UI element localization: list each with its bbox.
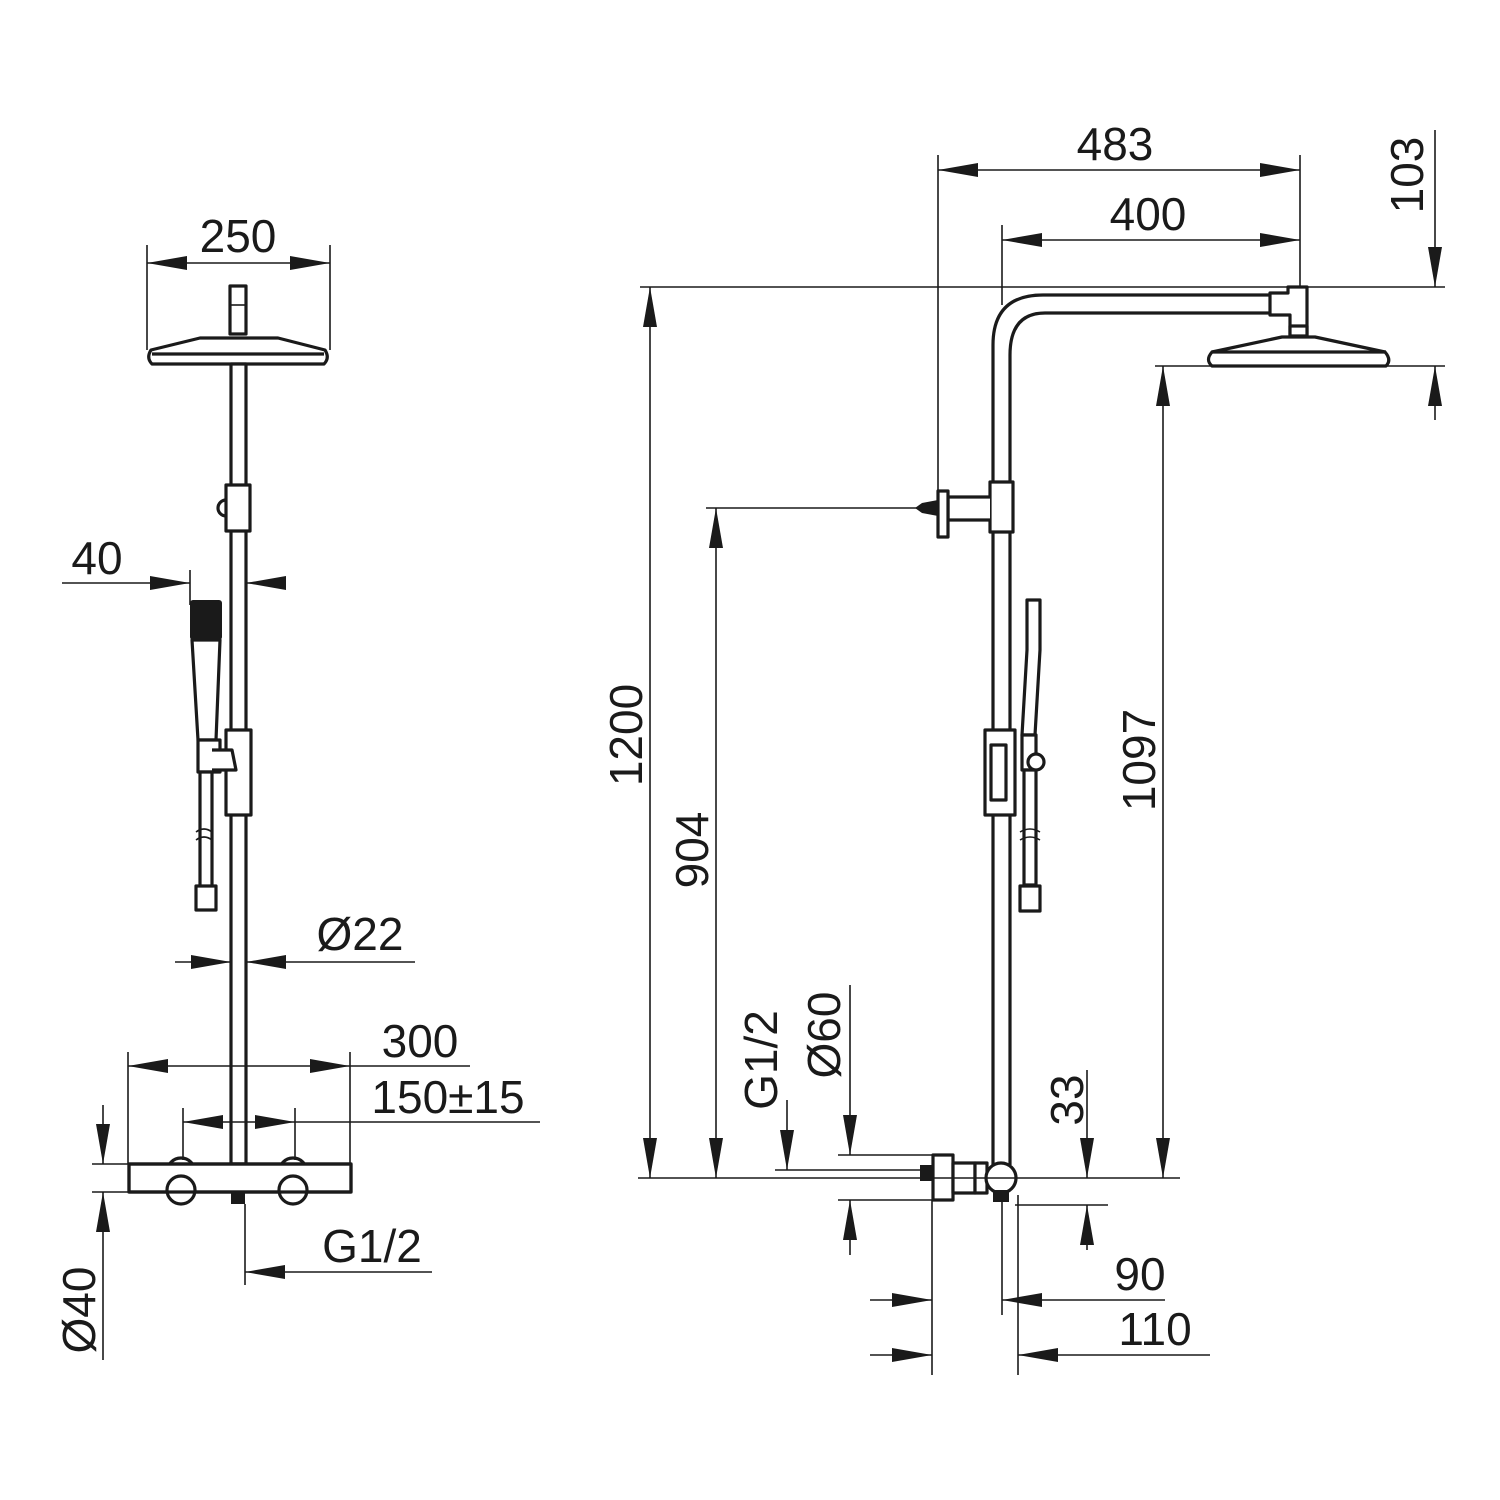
dim-150: 150±15 <box>182 1071 540 1160</box>
dim-label: 103 <box>1381 137 1433 214</box>
dim-40: 40 <box>62 532 286 605</box>
dim-label: G1/2 <box>735 1010 787 1110</box>
dim-label: 33 <box>1041 1074 1093 1125</box>
dim-label: G1/2 <box>322 1220 422 1272</box>
dim-label: Ø22 <box>317 908 404 960</box>
front-shower-head <box>147 284 329 366</box>
dim-label: 1200 <box>600 684 652 786</box>
dim-d60: Ø60 <box>798 985 933 1255</box>
dim-400: 400 <box>1002 188 1300 247</box>
dim-label: 40 <box>71 532 122 584</box>
dim-103: 103 <box>1381 130 1442 420</box>
dim-label: 150±15 <box>371 1071 524 1123</box>
dim-label: 1097 <box>1113 709 1165 811</box>
side-hand-shower <box>983 598 1046 913</box>
dim-label: 904 <box>666 812 718 889</box>
side-view: 483 400 103 1200 904 1097 G1/2 <box>600 118 1445 1375</box>
side-head-fitting <box>1206 285 1391 368</box>
front-wall-bracket <box>216 483 252 533</box>
dim-300: 300 <box>127 1015 470 1164</box>
dim-d22: Ø22 <box>175 908 415 969</box>
front-thermostat <box>127 1156 353 1206</box>
side-riser-arm <box>991 293 1272 1165</box>
dim-label: 250 <box>200 210 277 262</box>
dim-904: 904 <box>666 508 723 1178</box>
dim-label: 400 <box>1110 188 1187 240</box>
front-view: 250 40 Ø22 300 150±15 <box>53 210 540 1360</box>
dim-label: 90 <box>1114 1248 1165 1300</box>
side-wall-bracket <box>900 480 1015 539</box>
dim-label: Ø60 <box>798 992 850 1079</box>
dim-483: 483 <box>938 118 1300 177</box>
dim-g12-side: G1/2 <box>735 1010 933 1171</box>
dim-250: 250 <box>146 210 331 350</box>
dim-33: 33 <box>1015 1070 1108 1250</box>
dim-label: 110 <box>1118 1303 1191 1355</box>
dim-1097: 1097 <box>1113 366 1170 1178</box>
front-hand-shower <box>190 600 253 912</box>
dim-g12-front: G1/2 <box>244 1204 432 1285</box>
dim-90-110: 90 110 <box>870 1195 1210 1375</box>
dim-d40: Ø40 <box>53 1105 128 1360</box>
dim-1200: 1200 <box>600 287 657 1178</box>
dim-label: Ø40 <box>53 1267 105 1354</box>
dim-label: 483 <box>1077 118 1154 170</box>
dim-label: 300 <box>382 1015 459 1067</box>
